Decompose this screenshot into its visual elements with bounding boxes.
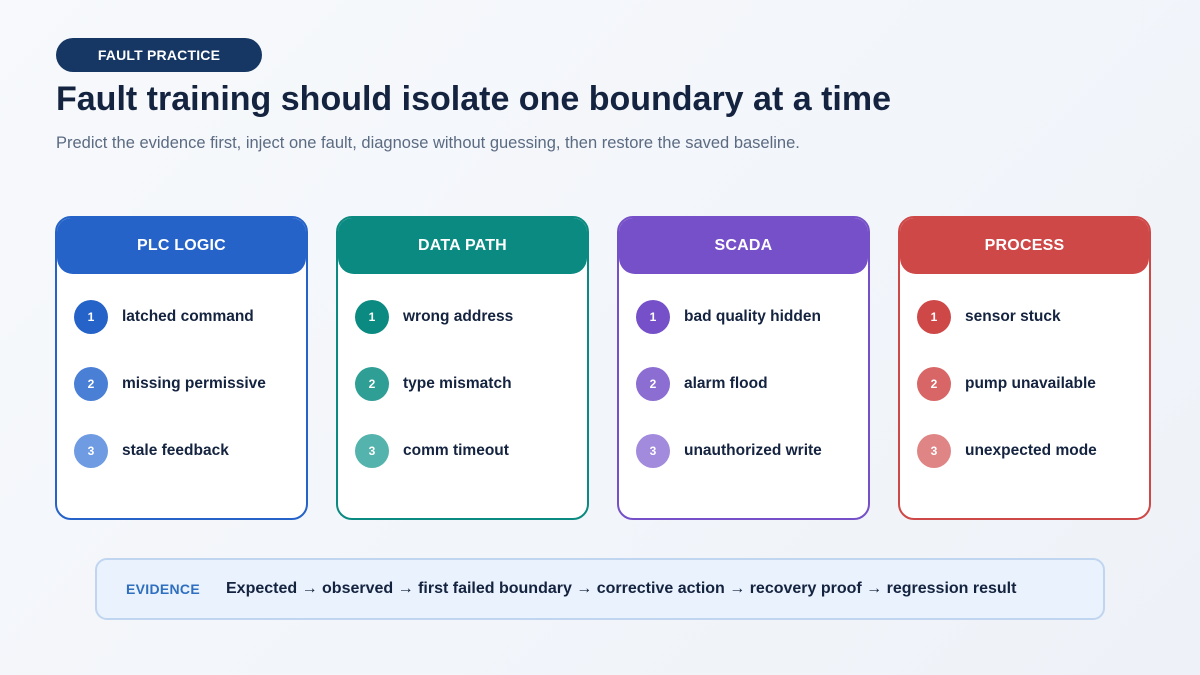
step-number-badge: 1 (917, 300, 951, 334)
item-label: stale feedback (122, 442, 229, 459)
evidence-tag: EVIDENCE (126, 581, 200, 597)
step-number-badge: 1 (355, 300, 389, 334)
list-item: 3 unauthorized write (636, 434, 822, 468)
step-number-badge: 3 (636, 434, 670, 468)
step-number-badge: 2 (917, 367, 951, 401)
item-label: alarm flood (684, 375, 768, 392)
page-subtitle: Predict the evidence first, inject one f… (56, 134, 800, 152)
card-header: SCADA (619, 218, 868, 274)
card-header: PROCESS (900, 218, 1149, 274)
list-item: 2 missing permissive (74, 367, 266, 401)
boundary-card-plc-logic: PLC LOGIC 1 latched command 2 missing pe… (55, 216, 308, 520)
boundary-card-scada: SCADA 1 bad quality hidden 2 alarm flood… (617, 216, 870, 520)
card-header: PLC LOGIC (57, 218, 306, 274)
item-label: missing permissive (122, 375, 266, 392)
step-number-badge: 2 (74, 367, 108, 401)
item-label: wrong address (403, 308, 514, 325)
item-label: latched command (122, 308, 254, 325)
list-item: 2 type mismatch (355, 367, 512, 401)
item-label: bad quality hidden (684, 308, 821, 325)
evidence-flow-text: Expected → observed → first failed bound… (226, 580, 1017, 597)
list-item: 1 latched command (74, 300, 254, 334)
item-label: sensor stuck (965, 308, 1061, 325)
step-number-badge: 2 (636, 367, 670, 401)
step-number-badge: 3 (355, 434, 389, 468)
item-label: comm timeout (403, 442, 509, 459)
list-item: 2 alarm flood (636, 367, 768, 401)
step-number-badge: 3 (917, 434, 951, 468)
step-number-badge: 1 (74, 300, 108, 334)
boundary-card-data-path: DATA PATH 1 wrong address 2 type mismatc… (336, 216, 589, 520)
list-item: 1 sensor stuck (917, 300, 1061, 334)
boundary-card-process: PROCESS 1 sensor stuck 2 pump unavailabl… (898, 216, 1151, 520)
list-item: 2 pump unavailable (917, 367, 1096, 401)
item-label: unauthorized write (684, 442, 822, 459)
step-number-badge: 3 (74, 434, 108, 468)
list-item: 3 stale feedback (74, 434, 229, 468)
list-item: 1 bad quality hidden (636, 300, 821, 334)
list-item: 3 unexpected mode (917, 434, 1097, 468)
step-number-badge: 2 (355, 367, 389, 401)
page-title: Fault training should isolate one bounda… (56, 80, 891, 118)
item-label: unexpected mode (965, 442, 1097, 459)
item-label: pump unavailable (965, 375, 1096, 392)
step-number-badge: 1 (636, 300, 670, 334)
list-item: 3 comm timeout (355, 434, 509, 468)
list-item: 1 wrong address (355, 300, 513, 334)
evidence-banner: EVIDENCE Expected → observed → first fai… (95, 558, 1105, 620)
card-header: DATA PATH (338, 218, 587, 274)
item-label: type mismatch (403, 375, 512, 392)
fault-practice-badge: FAULT PRACTICE (56, 38, 262, 72)
